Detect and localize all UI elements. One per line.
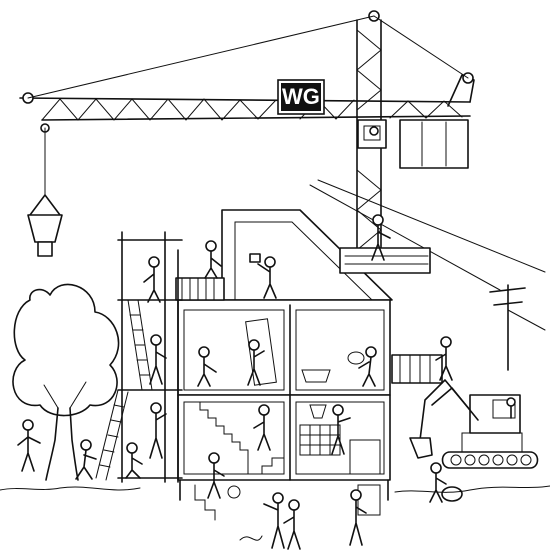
- utility-pole-icon: [309, 179, 546, 371]
- ladder-icon: [95, 389, 129, 481]
- crane-logo: WG: [277, 79, 325, 115]
- crane-hook-bucket: [27, 127, 63, 257]
- ground: [0, 485, 550, 541]
- worker-icon: [17, 214, 516, 550]
- crane-jib: [19, 15, 475, 133]
- tree-icon: [12, 283, 120, 481]
- crane-cab: [357, 119, 387, 149]
- crane-logo-text: WG: [282, 84, 320, 109]
- excavator-icon: [409, 379, 539, 469]
- ladder-icon: [127, 299, 153, 391]
- house-cutaway: [175, 209, 443, 521]
- tower-crane: WG: [19, 10, 475, 266]
- crane-counterweight: [399, 119, 469, 169]
